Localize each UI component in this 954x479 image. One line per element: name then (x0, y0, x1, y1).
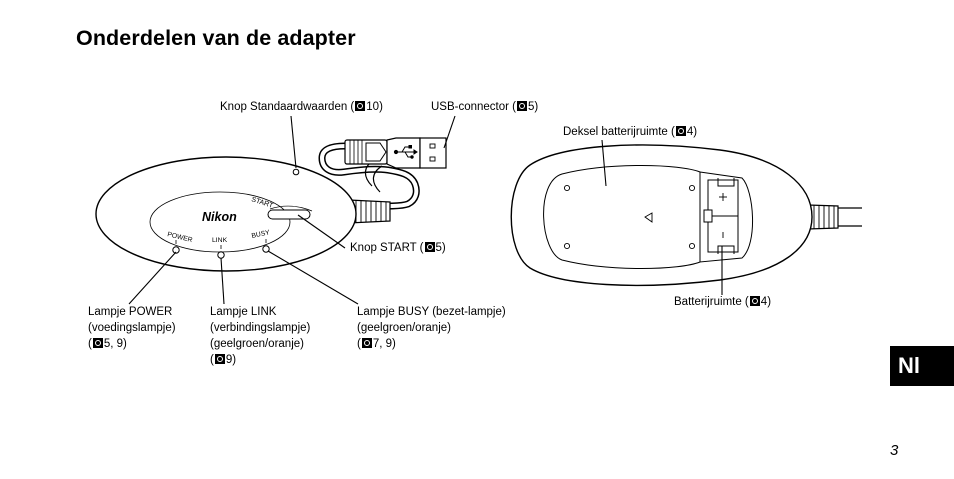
cable-tie (364, 159, 383, 193)
link-lamp-label: Lampje LINK (verbindingslampje) (geelgro… (210, 306, 311, 366)
cover-arrow-icon (644, 212, 653, 223)
usb-connector-label: USB-connector (5) (431, 101, 539, 113)
battery-plus-icon (719, 193, 727, 201)
cable-strain-relief (348, 199, 391, 224)
page-reference-icon (675, 126, 686, 136)
reset-button-label: Knop Standaardwaarden (10) (220, 101, 383, 113)
page-reference-icon (424, 242, 435, 252)
leader-lines (128, 115, 723, 305)
power-lamp-label: Lampje POWER (voedingslampje) (5, 9) (88, 306, 176, 350)
busy-led (262, 245, 270, 253)
language-tab: Nl (890, 346, 954, 386)
page-reference-icon (749, 296, 760, 306)
back-strain-relief (807, 204, 839, 230)
busy-lamp-label: Lampje BUSY (bezet-lampje) (geelgroen/or… (357, 306, 506, 350)
brand-logo: Nikon (202, 210, 237, 224)
start-button[interactable] (267, 209, 311, 220)
battery-compartment (699, 171, 753, 263)
battery-compartment-label: Batterijruimte (4) (674, 296, 772, 308)
usb-icon (393, 145, 418, 159)
page-reference-icon (361, 338, 372, 348)
page-number: 3 (890, 442, 899, 459)
page-reference-icon (92, 338, 103, 348)
battery-cover (543, 165, 701, 269)
adapter-body (95, 156, 357, 272)
power-led (172, 246, 180, 254)
reset-button[interactable] (292, 168, 300, 176)
battery-cover-label: Deksel batterijruimte (4) (563, 126, 698, 138)
adapter-front-view (95, 137, 447, 272)
adapter-back-view (510, 144, 862, 287)
page-reference-icon (517, 101, 528, 111)
page-reference-icon (355, 101, 366, 111)
page-title: Onderdelen van de adapter (76, 26, 356, 50)
busy-led-label: BUSY (251, 229, 271, 240)
page-reference-icon (214, 354, 225, 364)
link-led-label: LINK (212, 237, 228, 244)
usb-connector (344, 137, 447, 169)
start-button-callout: Knop START (5) (350, 242, 446, 254)
